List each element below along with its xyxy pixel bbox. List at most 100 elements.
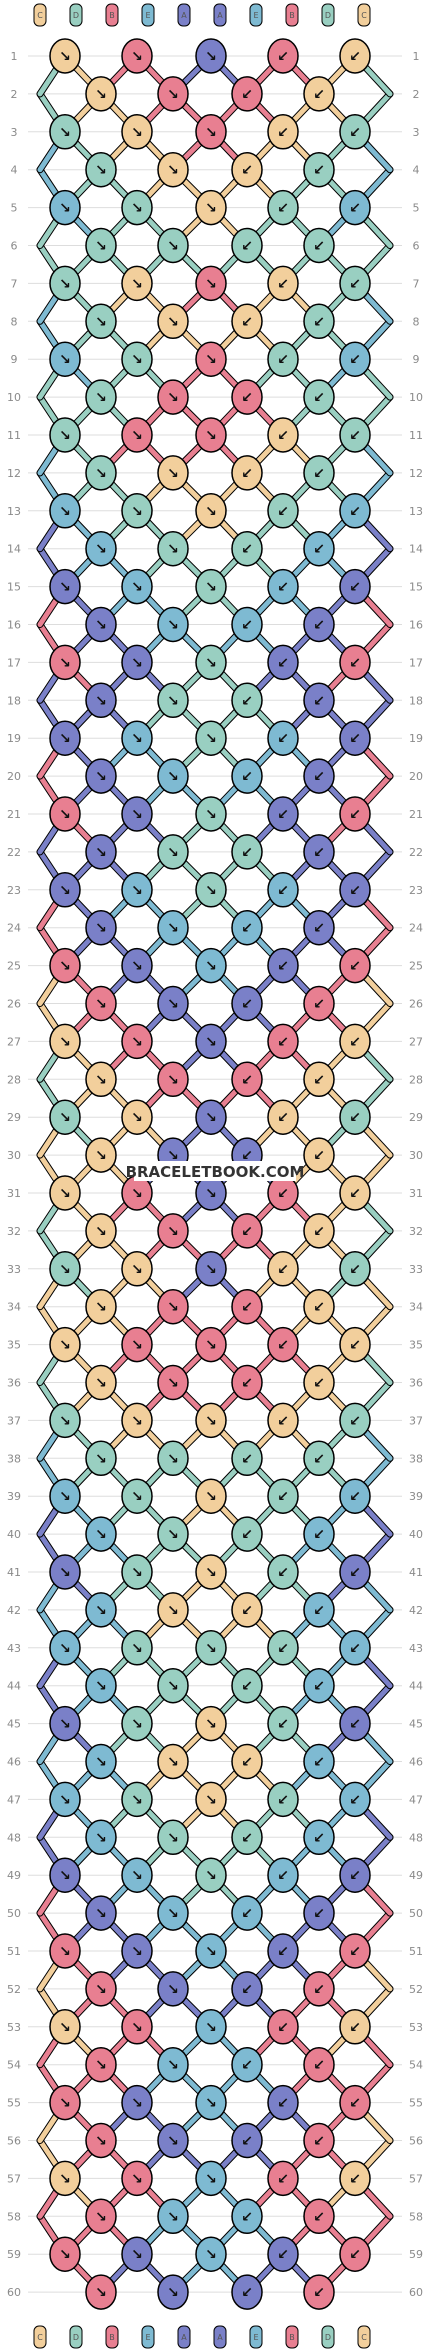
knot: ↙ <box>303 2198 335 2235</box>
knot-shape <box>195 796 227 832</box>
string-label-top: A <box>213 3 227 27</box>
knot-arrow-icon: ↘ <box>167 1755 179 1771</box>
knot-arrow-icon: ↙ <box>277 655 289 671</box>
knot-arrow-icon: ↘ <box>167 163 179 179</box>
knot: ↙ <box>267 1402 299 1439</box>
knot: ↙ <box>231 1819 263 1856</box>
knot-arrow-icon: ↘ <box>95 542 107 558</box>
knot-arrow-icon: ↙ <box>313 1830 325 1846</box>
knot: ↘ <box>157 1743 189 1780</box>
row-number-right: 39 <box>409 1490 423 1503</box>
knot-shape <box>121 265 153 302</box>
knot-shape <box>121 1705 153 1742</box>
knot: ↙ <box>339 1326 371 1363</box>
knot-arrow-icon: ↙ <box>241 1148 253 1164</box>
knot-arrow-icon: ↘ <box>131 504 143 520</box>
knot: ↘ <box>195 1630 227 1666</box>
knot: ↘ <box>157 2122 189 2159</box>
knot-shape <box>267 568 299 605</box>
knot-shape <box>157 1743 189 1780</box>
knot-shape <box>195 1023 227 1060</box>
knot: ↙ <box>339 1705 371 1742</box>
knot-arrow-icon: ↙ <box>277 731 289 747</box>
knot-shape <box>303 1592 335 1628</box>
knot-shape <box>303 1743 335 1780</box>
knot-arrow-icon: ↘ <box>59 1868 71 1884</box>
knot-arrow-icon: ↙ <box>349 428 361 444</box>
knot: ↙ <box>231 1592 263 1628</box>
knot-arrow-icon: ↘ <box>131 201 143 217</box>
knot: ↘ <box>85 1516 117 1552</box>
string-label-bottom: B <box>285 2325 299 2349</box>
string-label-top: D <box>321 3 335 27</box>
knot: ↙ <box>303 303 335 340</box>
knot-arrow-icon: ↙ <box>277 580 289 596</box>
row-number-right: 6 <box>413 240 420 253</box>
knot-shape <box>121 1478 153 1514</box>
knot: ↘ <box>195 114 227 150</box>
knot-shape <box>157 151 189 188</box>
knot-shape <box>49 493 81 529</box>
knot: ↘ <box>85 1440 117 1477</box>
knot-arrow-icon: ↘ <box>205 959 217 975</box>
knot-shape <box>85 530 117 567</box>
knot-shape <box>85 1288 117 1325</box>
string-label-top: B <box>285 3 299 27</box>
knot-shape <box>195 1630 227 1666</box>
knot-shape <box>267 1402 299 1439</box>
string-label-bottom-letter: E <box>145 2333 150 2342</box>
knot-shape <box>231 1061 263 1098</box>
knot-shape <box>231 2198 263 2235</box>
knot-shape <box>339 341 371 377</box>
row-number-left: 42 <box>7 1604 21 1617</box>
knot-shape <box>267 1023 299 1060</box>
knot: ↘ <box>195 1175 227 1211</box>
knot-shape <box>339 947 371 984</box>
string-label-bottom-letter: A <box>217 2333 223 2342</box>
knot-arrow-icon: ↘ <box>95 1148 107 1164</box>
knot-arrow-icon: ↙ <box>277 1034 289 1050</box>
knot: ↙ <box>339 2084 371 2121</box>
knot: ↙ <box>231 379 263 415</box>
knot: ↙ <box>267 417 299 453</box>
knot-shape <box>121 872 153 908</box>
knot: ↘ <box>195 265 227 302</box>
knot: ↙ <box>231 76 263 112</box>
knot: ↙ <box>267 1326 299 1363</box>
row-number-left: 47 <box>7 1793 21 1806</box>
knot-arrow-icon: ↙ <box>349 959 361 975</box>
knot: ↙ <box>303 1137 335 1173</box>
knot-shape <box>303 303 335 340</box>
knot-arrow-icon: ↙ <box>313 921 325 937</box>
knot-shape <box>157 758 189 794</box>
knot: ↙ <box>231 1061 263 1098</box>
knot-shape <box>339 720 371 756</box>
knot-arrow-icon: ↘ <box>95 1527 107 1543</box>
knot-shape <box>85 379 117 415</box>
row-number-left: 44 <box>7 1680 21 1693</box>
knot-shape <box>121 1099 153 1135</box>
knot: ↘ <box>121 341 153 377</box>
row-number-left: 43 <box>7 1642 21 1655</box>
row-number-left: 21 <box>7 808 21 821</box>
knot-shape <box>303 1819 335 1856</box>
knot-arrow-icon: ↙ <box>313 769 325 785</box>
row-number-right: 8 <box>413 315 420 328</box>
row-number-right: 58 <box>409 2210 423 2223</box>
knot-shape <box>231 2122 263 2159</box>
knot: ↙ <box>303 1592 335 1628</box>
knot-shape <box>49 1705 81 1742</box>
knot-arrow-icon: ↘ <box>205 49 217 65</box>
knot-arrow-icon: ↘ <box>205 1792 217 1808</box>
row-number-right: 54 <box>409 2059 423 2072</box>
knot-arrow-icon: ↘ <box>167 2058 179 2074</box>
knot: ↘ <box>121 493 153 529</box>
knot-arrow-icon: ↙ <box>277 1717 289 1733</box>
knot: ↙ <box>339 2009 371 2045</box>
knot-shape <box>339 1099 371 1135</box>
knot: ↘ <box>195 2009 227 2045</box>
row-number-left: 7 <box>11 277 18 290</box>
knot-shape <box>157 1061 189 1098</box>
knot-arrow-icon: ↘ <box>205 125 217 141</box>
